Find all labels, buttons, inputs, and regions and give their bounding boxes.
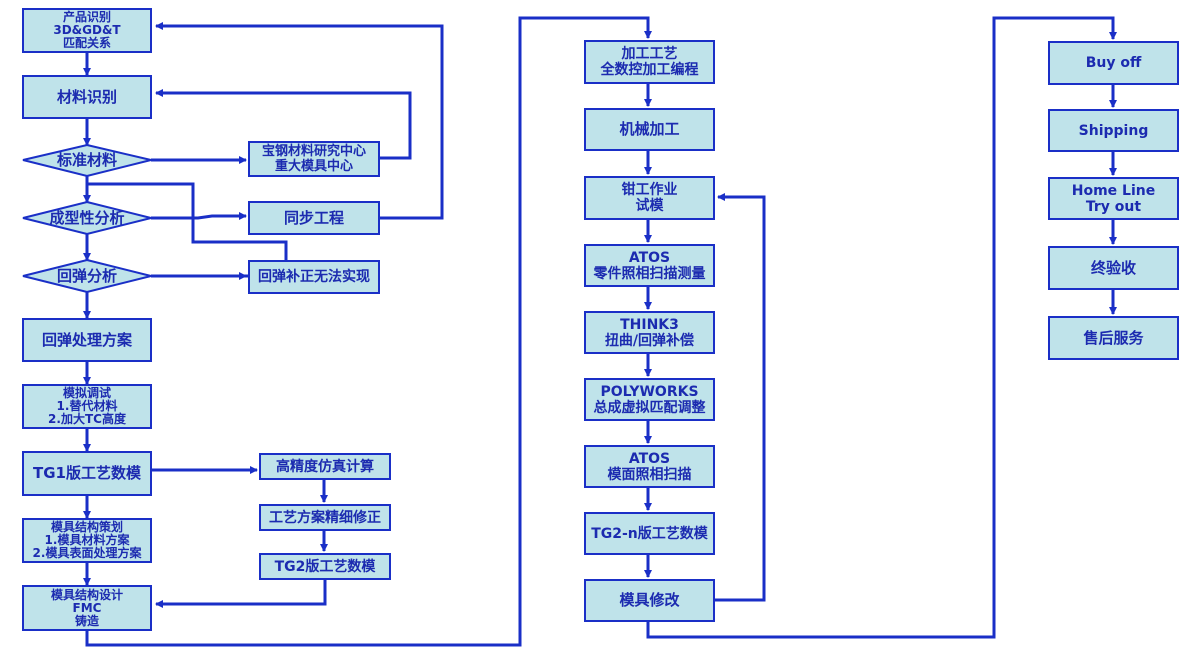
- box-atos-part-scan: ATOS 零件照相扫描测量: [584, 244, 715, 287]
- label-springback-analysis: 回弹分析: [56, 266, 117, 285]
- box-buy-off: Buy off: [1048, 41, 1179, 85]
- arrow-simultaneous-to-product: [155, 22, 444, 220]
- box-tg1-process-model: TG1版工艺数模: [22, 451, 152, 496]
- label-standard-material: 标准材料: [56, 150, 117, 169]
- label-formability: 成型性分析: [49, 208, 125, 227]
- arrow-tg2-to-design: [155, 580, 327, 608]
- box-tg2n-process-model: TG2-n版工艺数模: [584, 512, 715, 555]
- diamond-standard-material: [22, 143, 152, 178]
- box-springback-plan: 回弹处理方案: [22, 318, 152, 362]
- box-product-identification: 产品识别 3D&GD&T 匹配关系: [22, 8, 152, 53]
- box-process-refinement: 工艺方案精细修正: [259, 504, 391, 531]
- box-fitting-tryout: 钳工作业 试模: [584, 176, 715, 220]
- box-high-precision-simulation: 高精度仿真计算: [259, 453, 391, 480]
- box-springback-not-possible: 回弹补正无法实现: [248, 260, 380, 294]
- box-simulation-debug: 模拟调试 1.替代材料 2.加大TC高度: [22, 384, 152, 429]
- box-baosteel-research: 宝钢材料研究中心 重大模具中心: [248, 141, 380, 177]
- box-after-sales-service: 售后服务: [1048, 316, 1179, 360]
- box-die-structure-planning: 模具结构策划 1.模具材料方案 2.模具表面处理方案: [22, 518, 152, 563]
- diamond-springback: [22, 258, 152, 294]
- arrow-baosteel-to-material: [155, 89, 412, 160]
- box-think3-compensation: THINK3 扭曲/回弹补偿: [584, 311, 715, 354]
- box-machining: 机械加工: [584, 108, 715, 151]
- box-simultaneous-engineering: 同步工程: [248, 201, 380, 235]
- box-material-identification: 材料识别: [22, 75, 152, 119]
- box-home-line-tryout: Home Line Try out: [1048, 177, 1179, 220]
- arrow-modify-to-buyoff: [646, 16, 1117, 639]
- arrow-modify-to-fitting: [715, 193, 766, 602]
- box-tg2-process-model: TG2版工艺数模: [259, 553, 391, 580]
- arrow-formability-to-simultaneous: [151, 212, 247, 220]
- box-atos-die-scan: ATOS 模面照相扫描: [584, 445, 715, 488]
- arrow-design-to-cnc: [85, 16, 652, 647]
- box-shipping: Shipping: [1048, 109, 1179, 152]
- box-cnc-programming: 加工工艺 全数控加工编程: [584, 40, 715, 84]
- box-die-modification: 模具修改: [584, 579, 715, 622]
- box-final-acceptance: 终验收: [1048, 246, 1179, 290]
- box-polyworks-matching: POLYWORKS 总成虚拟匹配调整: [584, 378, 715, 421]
- diamond-formability: [22, 200, 152, 236]
- box-die-structure-design: 模具结构设计 FMC 铸造: [22, 585, 152, 631]
